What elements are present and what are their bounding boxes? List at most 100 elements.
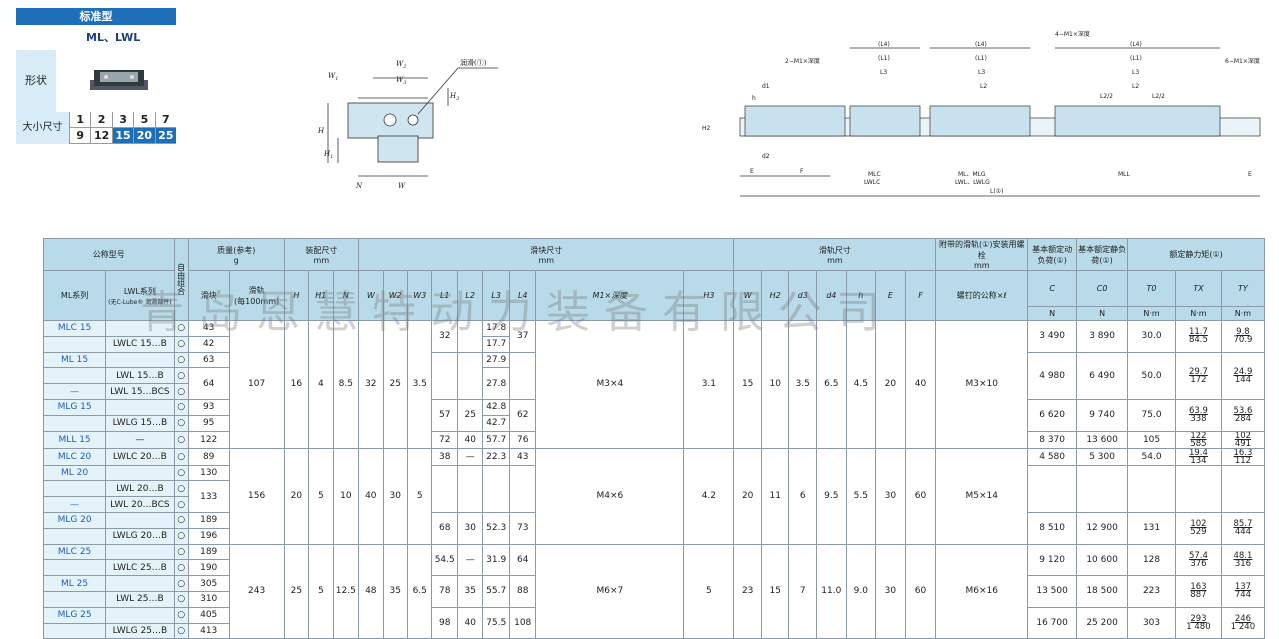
- cell-ml-model: —: [42, 383, 107, 400]
- cell-ml-model: —: [42, 496, 107, 513]
- th-unit-T0: N·m: [1127, 306, 1176, 321]
- th-unit-C0: N: [1076, 306, 1129, 321]
- cell-L4: 108: [508, 606, 537, 639]
- cell-W3: 3.5: [406, 320, 433, 449]
- cell-ml-model: [42, 480, 107, 498]
- cell-ml-model: MLC 25: [42, 543, 107, 561]
- svg-text:LWL、LWLG: LWL、LWLG: [955, 179, 990, 186]
- cell-TY: [1220, 464, 1266, 513]
- cell-L4: 64: [508, 543, 537, 577]
- cell-L3: 17.7: [482, 335, 510, 353]
- svg-text:L3: L3: [978, 69, 985, 76]
- cell-mass: 133: [187, 480, 230, 513]
- cell-T0: 128: [1127, 543, 1176, 577]
- cell-interchange: ○: [173, 414, 189, 432]
- cell-d4: 11.0: [816, 543, 847, 639]
- svg-text:(L4): (L4): [1130, 41, 1142, 48]
- cell-d3: 3.5: [788, 320, 817, 449]
- svg-text:L3: L3: [1132, 69, 1139, 76]
- cell-d4: 9.5: [816, 447, 847, 545]
- cell-mass: 95: [187, 414, 230, 432]
- cell-interchange: ○: [173, 430, 189, 449]
- cell-M1: M3×4: [535, 320, 685, 449]
- th-H: H: [283, 270, 310, 321]
- cell-F: 60: [904, 447, 937, 545]
- cell-L3: 31.9: [482, 543, 510, 577]
- cell-bolt: M3×10: [935, 320, 1029, 449]
- size-cell: 9: [69, 128, 91, 144]
- cell-E: 30: [875, 543, 906, 639]
- cell-C: 4 580: [1027, 447, 1078, 466]
- cell-H2: 11: [760, 447, 790, 545]
- cell-C: 8 370: [1027, 430, 1078, 449]
- cell-ml-model: MLC 20: [42, 447, 107, 466]
- cell-lwl-model: LWL 20…BCS: [105, 496, 175, 513]
- svg-text:E: E: [750, 168, 754, 175]
- cell-d4: 6.5: [816, 320, 847, 449]
- cell-L1: 78: [431, 575, 458, 608]
- cell-L3: 55.7: [482, 575, 510, 608]
- cell-T0: 131: [1127, 511, 1176, 545]
- cell-C: 9 120: [1027, 543, 1078, 577]
- cell-H3: 3.1: [683, 320, 735, 449]
- cell-L1: [431, 351, 458, 400]
- th-d4: d4: [816, 270, 847, 321]
- cell-mass: 130: [187, 464, 230, 482]
- cell-ml-model: ML 25: [42, 575, 107, 592]
- cell-W3: 5: [406, 447, 433, 545]
- th-C0: C0: [1076, 270, 1129, 307]
- svg-text:L2/2: L2/2: [1152, 93, 1165, 100]
- cell-ml-model: ML 20: [42, 464, 107, 482]
- cell-interchange: ○: [173, 606, 189, 624]
- th-W3: W3: [406, 270, 433, 321]
- cell-ml-model: MLC 15: [42, 320, 107, 337]
- cell-mass: 93: [187, 398, 230, 416]
- th-ml-series: ML系列: [42, 270, 107, 321]
- th-W2: W2: [382, 270, 409, 321]
- table-row: ML 20 ○130: [42, 464, 1266, 513]
- cell-ml-model: [42, 527, 107, 545]
- cell-interchange: ○: [173, 464, 189, 482]
- cell-E: 20: [875, 320, 906, 449]
- cell-lwl-model: LWL 20…B: [105, 480, 175, 498]
- th-unit-TY: N·m: [1220, 306, 1266, 321]
- th-H2: H2: [760, 270, 790, 321]
- cell-mass: 122: [187, 430, 230, 449]
- svg-text:2−M1×深度: 2−M1×深度: [785, 57, 820, 65]
- svg-text:润滑(①): 润滑(①): [460, 58, 487, 67]
- cell-L4: 76: [508, 430, 537, 449]
- cell-lwl-model: LWLG 15…B: [105, 414, 175, 432]
- th-stat: 基本额定静负荷(①): [1076, 238, 1129, 271]
- cell-interchange: ○: [173, 511, 189, 529]
- cell-interchange: ○: [173, 590, 189, 608]
- svg-text:H1: H1: [323, 150, 333, 160]
- cell-H: 20: [283, 447, 310, 545]
- th-N: N: [332, 270, 360, 321]
- cell-T0: 30.0: [1127, 320, 1176, 353]
- cell-h: 5.5: [845, 447, 877, 545]
- cell-mass: 190: [187, 559, 230, 577]
- cell-L1: 68: [431, 511, 458, 545]
- cell-H1: 5: [308, 543, 334, 639]
- cell-interchange: ○: [173, 543, 189, 561]
- th-F: F: [904, 270, 937, 321]
- svg-text:h: h: [752, 95, 756, 102]
- svg-text:(L4): (L4): [975, 41, 987, 48]
- cell-L1: 32: [431, 320, 458, 353]
- cell-L3: [482, 464, 510, 513]
- svg-text:d2: d2: [762, 153, 770, 160]
- slide-block-image: [90, 70, 148, 90]
- size-cell: 20: [133, 128, 155, 144]
